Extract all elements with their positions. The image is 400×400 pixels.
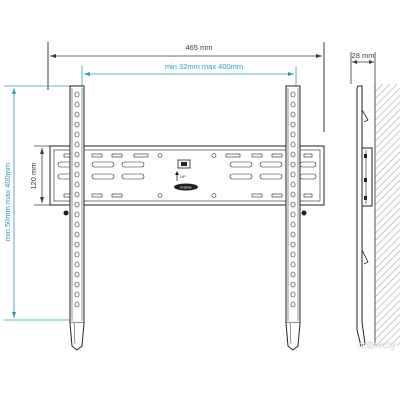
side-profile-bracket <box>356 85 373 347</box>
wall-plate-slots-top <box>63 153 313 158</box>
overall-width-dimension: 465 mm <box>47 42 325 132</box>
brand-badge-label: Kromax <box>181 186 192 190</box>
vertical-vesa-label: min 50mm max 400mm <box>3 163 12 241</box>
wall-depth-dimension: 28 mm <box>350 51 376 84</box>
wall-section <box>374 84 400 346</box>
wall-depth-label: 28 mm <box>352 51 375 60</box>
left-arm-mounting-holes <box>74 91 80 308</box>
vertical-vesa-dimension: min 50mm max 400mm <box>3 85 74 321</box>
side-view: 28 mm <box>350 51 400 347</box>
left-vertical-arm <box>63 85 85 351</box>
wall-plate-slots-bottom <box>63 193 313 198</box>
wall-plate-slots-middle <box>57 161 317 180</box>
right-arm-mounting-holes <box>290 91 296 308</box>
horizontal-vesa-label: min 32mm max 400mm <box>165 62 243 71</box>
right-vertical-arm <box>285 85 307 351</box>
up-arrow-icon <box>175 171 179 181</box>
left-arm-bolt-icon <box>63 210 69 216</box>
bubble-level <box>177 159 191 169</box>
brand-badge: Kromax <box>174 183 198 191</box>
right-arm-bolt-icon <box>301 210 307 216</box>
watermark: onliner.by <box>357 340 396 350</box>
rail-spacing-label: 120 mm <box>29 162 38 189</box>
overall-width-label: 465 mm <box>185 43 212 52</box>
wall-plate: UP Kromax <box>49 145 325 206</box>
up-label: UP <box>180 174 186 179</box>
horizontal-vesa-dimension: min 32mm max 400mm <box>81 62 297 86</box>
